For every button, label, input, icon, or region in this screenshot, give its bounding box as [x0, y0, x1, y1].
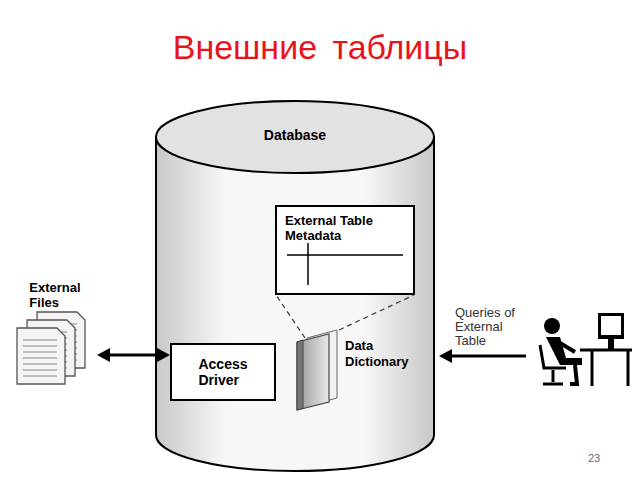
document-stack [15, 310, 95, 388]
arrowhead [157, 348, 170, 362]
query-arrow-head [439, 349, 452, 363]
metadata-box: External Table Metadata [275, 205, 415, 295]
dictionary-label: Data Dictionary [345, 338, 409, 370]
page-number: 23 [588, 452, 600, 464]
monitor [598, 313, 624, 339]
monitor-stand [608, 339, 614, 349]
text-line [23, 370, 57, 371]
desk-legs [592, 350, 628, 386]
cylinder-body [156, 137, 434, 471]
document-page [17, 328, 65, 384]
external-files: External Files [12, 280, 98, 390]
book-spine [297, 340, 303, 410]
text-line [23, 358, 57, 359]
person-torso [546, 337, 582, 365]
desk-top [580, 349, 632, 352]
chair-back [540, 345, 566, 368]
text-line [23, 346, 57, 347]
table-rule [287, 254, 403, 256]
arrowhead [97, 348, 110, 362]
data-dictionary: Data Dictionary [293, 328, 413, 414]
connector [97, 348, 170, 362]
dictionary-label-wrap: Data Dictionary [345, 338, 409, 370]
slide-title: Внешние таблицы [173, 28, 468, 67]
process-box: Access Driver [170, 343, 276, 401]
monitor-screen [601, 316, 621, 335]
connector-shaft [108, 354, 159, 357]
zoom-line [339, 295, 414, 330]
box-label: Access Driver [198, 356, 247, 388]
cylinder-top [156, 101, 434, 173]
text-line [23, 376, 57, 377]
book-icon [293, 328, 341, 412]
person-head [544, 318, 560, 334]
metadata-title: External Table Metadata [285, 213, 405, 243]
query-arrow [439, 349, 526, 363]
text-line [23, 340, 57, 341]
zoom-line [276, 295, 305, 338]
files-label-wrap: External Files [12, 280, 98, 311]
query-arrow-shaft [450, 355, 526, 358]
table-column [307, 243, 309, 285]
person-arm [560, 343, 575, 352]
files-label: External Files [29, 280, 80, 310]
box-label-wrap: Access Driver [198, 356, 247, 388]
query-label: Queries of External Table [455, 306, 529, 348]
database-cylinder: DatabaseExternal Table MetadataAccess Dr… [155, 100, 435, 472]
text-line [23, 364, 57, 365]
cylinder-label-wrap: Database [155, 126, 435, 144]
text-line [23, 352, 57, 353]
title-wrap: Внешние таблицы [0, 28, 640, 67]
user-at-computer [540, 313, 632, 386]
person-leg [570, 365, 577, 384]
database-label: Database [264, 127, 326, 143]
chair-base [543, 370, 563, 384]
connector [276, 295, 414, 338]
book-cover [297, 334, 329, 410]
